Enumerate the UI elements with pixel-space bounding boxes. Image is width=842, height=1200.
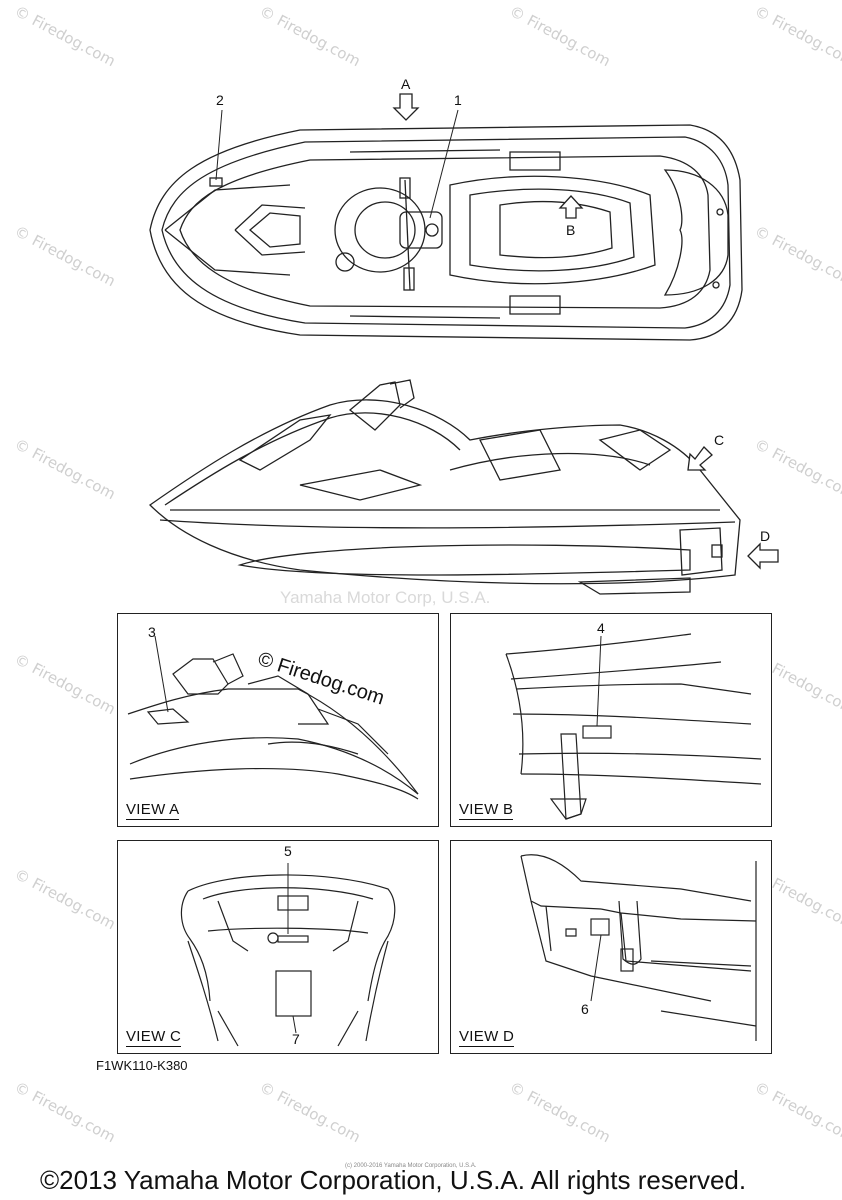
watermark: © Firedog.com <box>11 865 119 934</box>
side-view-drawing <box>148 379 779 595</box>
arrow-a-label: A <box>401 76 411 92</box>
callout-5: 5 <box>284 843 292 859</box>
view-a-drawing <box>127 635 419 800</box>
callout-3: 3 <box>148 624 156 640</box>
small-print: (c) 2000-2016 Yamaha Motor Corporation, … <box>345 1163 477 1169</box>
watermark: © Firedog.com <box>506 2 614 71</box>
arrow-c-label: C <box>714 432 725 448</box>
diagram-code: F1WK110-K380 <box>96 1058 188 1073</box>
arrow-b-label: B <box>566 222 576 238</box>
view-a-panel: 3 VIEW A <box>117 613 439 827</box>
watermark: © Firedog.com <box>11 2 119 71</box>
copyright-footer: ©2013 Yamaha Motor Corporation, U.S.A. A… <box>40 1165 747 1195</box>
watermark: © Firedog.com <box>11 650 119 719</box>
callout-4: 4 <box>597 620 605 636</box>
view-b-drawing <box>505 633 762 820</box>
view-d-panel: 6 VIEW D <box>450 840 772 1054</box>
callout-1: 1 <box>454 92 462 108</box>
view-b-title: VIEW B <box>459 801 514 820</box>
view-d-title: VIEW D <box>459 1028 515 1047</box>
view-b-panel: 4 VIEW B <box>450 613 772 827</box>
watermark: © Firedog.com <box>506 1078 614 1147</box>
watermark: © Firedog.com <box>256 1078 364 1147</box>
yamaha-watermark: Yamaha Motor Corp, U.S.A. <box>280 588 491 607</box>
callout-2: 2 <box>216 92 224 108</box>
view-c-title: VIEW C <box>126 1028 182 1047</box>
view-c-panel: 5 7 VIEW C <box>117 840 439 1054</box>
view-d-drawing <box>520 854 757 1041</box>
view-a-title: VIEW A <box>126 801 180 820</box>
watermark: © Firedog.com <box>256 2 364 71</box>
view-c-drawing <box>180 863 396 1047</box>
callout-6: 6 <box>581 1001 589 1017</box>
watermark: © Firedog.com <box>11 1078 119 1147</box>
top-view-drawing <box>149 93 743 341</box>
watermark: © Firedog.com <box>751 1078 842 1147</box>
callout-7: 7 <box>292 1031 300 1047</box>
watermark: © Firedog.com <box>751 2 842 71</box>
arrow-d-label: D <box>760 528 771 544</box>
